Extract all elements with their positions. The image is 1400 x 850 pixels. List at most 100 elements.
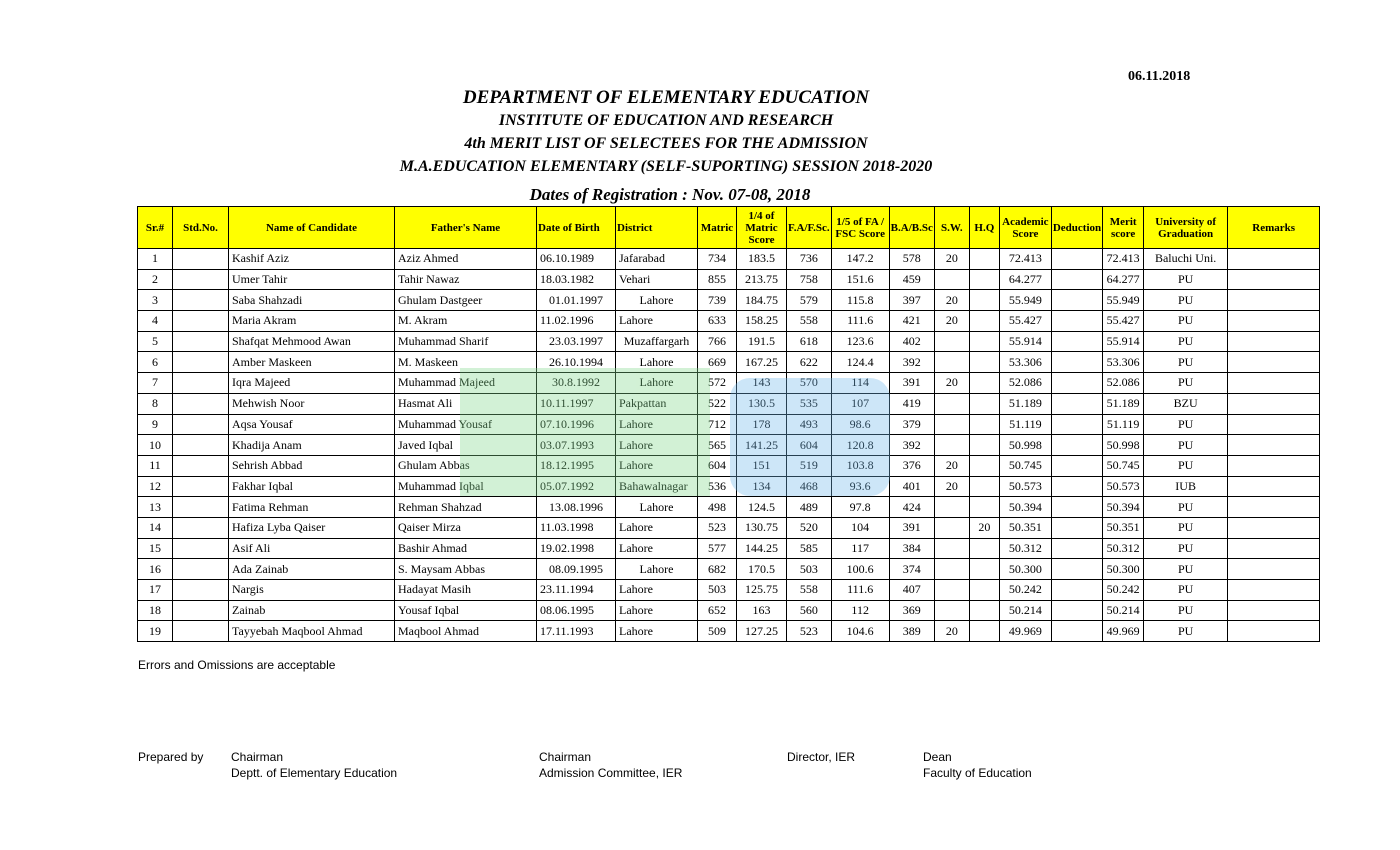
- cell-hq: 20: [968, 516, 1000, 539]
- cell-deduction: [1050, 537, 1104, 560]
- cell-std-no: [172, 475, 229, 498]
- cell-quarter-matric-score: 130.5: [736, 392, 787, 415]
- cell-district: Lahore: [615, 537, 698, 560]
- cell-matric: 712: [697, 413, 737, 436]
- cell-quarter-matric-score: 167.25: [736, 351, 787, 374]
- cell-ba-bsc: 391: [888, 372, 935, 394]
- cell-fa-fsc: 758: [786, 268, 832, 291]
- cell-district: Pakpattan: [615, 392, 698, 415]
- cell-father-name: Bashir Ahmad: [394, 537, 537, 560]
- cell-std-no: [172, 330, 229, 353]
- cell-ba-bsc: 374: [888, 558, 935, 580]
- cell-std-no: [172, 392, 229, 415]
- cell-sw: [933, 413, 970, 436]
- cell-fa-fsc: 489: [786, 496, 832, 518]
- cell-matric: 498: [697, 496, 737, 518]
- cell-hq: [968, 434, 1000, 456]
- cell-std-no: [172, 310, 229, 332]
- cell-ba-bsc: 369: [888, 599, 935, 622]
- cell-fifth-fa-score: 111.6: [830, 310, 890, 332]
- header-matric: Matric: [697, 206, 737, 249]
- cell-fifth-fa-score: 147.2: [830, 248, 890, 270]
- cell-university: PU: [1143, 516, 1229, 539]
- cell-sr: 6: [137, 351, 173, 374]
- cell-remarks: [1227, 372, 1321, 394]
- cell-date-of-birth: 13.08.1996: [536, 496, 616, 518]
- cell-std-no: [172, 372, 229, 394]
- cell-fifth-fa-score: 117: [830, 537, 890, 560]
- cell-fifth-fa-score: 123.6: [830, 330, 890, 353]
- cell-std-no: [172, 599, 229, 622]
- cell-sr: 3: [137, 289, 173, 312]
- cell-quarter-matric-score: 125.75: [736, 579, 787, 601]
- cell-remarks: [1227, 392, 1321, 415]
- cell-quarter-matric-score: 170.5: [736, 558, 787, 580]
- cell-hq: [968, 537, 1000, 560]
- cell-hq: [968, 392, 1000, 415]
- cell-candidate-name: Khadija Anam: [228, 434, 395, 456]
- cell-candidate-name: Nargis: [228, 579, 395, 601]
- cell-sw: [933, 330, 970, 353]
- cell-sw: [933, 516, 970, 539]
- cell-district: Vehari: [615, 268, 698, 291]
- cell-sr: 12: [137, 475, 173, 498]
- cell-std-no: [172, 558, 229, 580]
- registration-dates: Dates of Registration : Nov. 07-08, 2018: [529, 185, 811, 204]
- cell-quarter-matric-score: 130.75: [736, 516, 787, 539]
- cell-district: Lahore: [615, 599, 698, 622]
- header-deduction: Deduction: [1050, 206, 1104, 249]
- cell-sr: 8: [137, 392, 173, 415]
- cell-sr: 10: [137, 434, 173, 456]
- cell-std-no: [172, 537, 229, 560]
- chairman-admission-subtitle: Admission Committee, IER: [539, 766, 683, 780]
- cell-matric: 682: [697, 558, 737, 580]
- cell-academic-score: 50.312: [998, 537, 1052, 560]
- cell-quarter-matric-score: 151: [736, 454, 787, 477]
- cell-fifth-fa-score: 97.8: [830, 496, 890, 518]
- cell-merit-score: 72.413: [1102, 248, 1145, 270]
- header-sr: Sr.#: [137, 206, 173, 249]
- cell-merit-score: 53.306: [1102, 351, 1145, 374]
- cell-hq: [968, 248, 1000, 270]
- cell-ba-bsc: 578: [888, 248, 935, 270]
- cell-district: Lahore: [615, 413, 698, 436]
- cell-sr: 5: [137, 330, 173, 353]
- cell-fifth-fa-score: 124.4: [830, 351, 890, 374]
- cell-hq: [968, 599, 1000, 622]
- cell-matric: 503: [697, 579, 737, 601]
- cell-university: PU: [1143, 558, 1229, 580]
- cell-hq: [968, 496, 1000, 518]
- cell-fifth-fa-score: 98.6: [830, 413, 890, 436]
- cell-deduction: [1050, 496, 1104, 518]
- cell-fifth-fa-score: 151.6: [830, 268, 890, 291]
- cell-matric: 734: [697, 248, 737, 270]
- cell-deduction: [1050, 268, 1104, 291]
- cell-matric: 522: [697, 392, 737, 415]
- cell-merit-score: 52.086: [1102, 372, 1145, 394]
- header-remarks: Remarks: [1227, 206, 1321, 249]
- cell-fifth-fa-score: 120.8: [830, 434, 890, 456]
- cell-quarter-matric-score: 213.75: [736, 268, 787, 291]
- cell-date-of-birth: 23.03.1997: [536, 330, 616, 353]
- institute-title: INSTITUTE OF EDUCATION AND RESEARCH: [498, 112, 834, 129]
- cell-academic-score: 64.277: [998, 268, 1052, 291]
- cell-deduction: [1050, 310, 1104, 332]
- cell-remarks: [1227, 434, 1321, 456]
- cell-deduction: [1050, 475, 1104, 498]
- cell-date-of-birth: 26.10.1994: [536, 351, 616, 374]
- cell-remarks: [1227, 496, 1321, 518]
- cell-quarter-matric-score: 158.25: [736, 310, 787, 332]
- cell-father-name: Yousaf Iqbal: [394, 599, 537, 622]
- header-candidate-name: Name of Candidate: [228, 206, 395, 249]
- cell-sw: [933, 392, 970, 415]
- cell-quarter-matric-score: 163: [736, 599, 787, 622]
- cell-district: Lahore: [615, 558, 698, 580]
- cell-hq: [968, 454, 1000, 477]
- cell-date-of-birth: 19.02.1998: [536, 537, 616, 560]
